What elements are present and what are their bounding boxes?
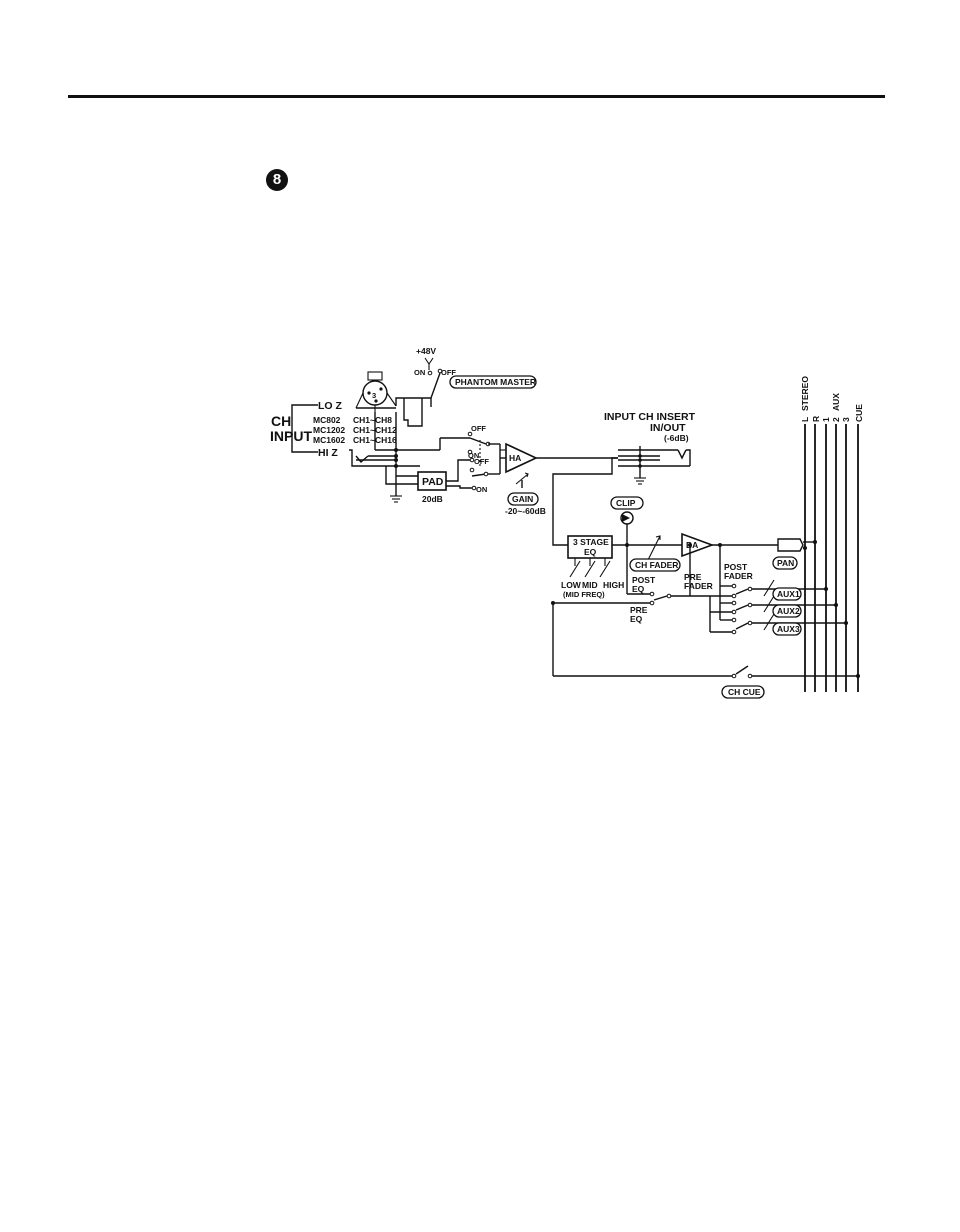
- insert-section: INPUT CH INSERT IN/OUT (-6dB): [536, 411, 696, 546]
- head-amp-section: HA GAIN -20~-60dB: [500, 442, 546, 516]
- bus-aux2-label: 2: [831, 417, 841, 422]
- post-eq-line2: EQ: [632, 584, 645, 594]
- xlr-connector-icon: 3: [355, 371, 397, 412]
- eq-low-knob-icon: [569, 560, 581, 578]
- fader-section: CH FADER BA PAN: [629, 532, 815, 572]
- bus-lines: L STEREO R 1 2 AUX 3 CUE: [800, 376, 864, 692]
- switch-top-on: ON: [468, 451, 479, 460]
- ch-fader-icon: [647, 535, 661, 561]
- pad-label: PAD: [422, 476, 444, 488]
- step-marker: 8: [266, 169, 288, 191]
- eq-mid-freq-label: (MID FREQ): [563, 590, 605, 599]
- ch-fader-pill: [629, 558, 681, 572]
- insert-line1: INPUT CH INSERT: [604, 411, 696, 423]
- aux3-pill: [772, 622, 802, 636]
- aux2-label: AUX2: [777, 606, 800, 616]
- svg-text:3: 3: [372, 391, 376, 400]
- eq-line1: 3 STAGE: [573, 537, 609, 547]
- phantom-section: +48V ON OFF PHANTOM MASTER: [395, 346, 537, 427]
- bus-stereo-label: STEREO: [800, 376, 810, 411]
- ch-label: CH: [271, 413, 291, 429]
- phantom-switch: [430, 372, 441, 399]
- eq-line2: EQ: [584, 547, 597, 557]
- booster-label: BA: [686, 540, 698, 550]
- eq-mid-label: MID: [582, 580, 598, 590]
- post-fader-line1: POST: [724, 562, 748, 572]
- aux3-knob-icon: [763, 613, 775, 631]
- phantom-off-label: OFF: [441, 368, 456, 377]
- bus-cue-label: CUE: [854, 404, 864, 422]
- lo-z-label: LO Z: [318, 400, 342, 412]
- clip-pill: [610, 496, 644, 510]
- eq-low-label: LOW: [561, 580, 582, 590]
- aux3-label: AUX3: [777, 624, 800, 634]
- bus-aux1-label: 1: [821, 417, 831, 422]
- clip-section: CLIP: [610, 496, 644, 547]
- aux2-pill: [772, 604, 802, 618]
- aux1-pill: [772, 587, 802, 601]
- input-label: INPUT: [270, 428, 312, 444]
- hi-z-label: HI Z: [318, 447, 338, 459]
- bus-aux3-label: 3: [841, 417, 851, 422]
- gain-label: GAIN: [512, 494, 533, 504]
- channels-mc802: CH1~CH8: [353, 415, 392, 425]
- post-fader-line2: FADER: [724, 571, 753, 581]
- switch-top: OFF ON: [467, 424, 506, 475]
- aux2-send: AUX2: [710, 595, 838, 618]
- pre-eq-line1: PRE: [630, 605, 648, 615]
- aux2-knob-icon: [763, 595, 775, 613]
- clip-label: CLIP: [616, 498, 636, 508]
- pan-label: PAN: [777, 558, 794, 568]
- phantom-on-label: ON: [414, 368, 425, 377]
- bus-aux-label: AUX: [831, 393, 841, 411]
- gain-range: -20~-60dB: [505, 506, 546, 516]
- header-rule: [68, 95, 885, 98]
- aux1-send: AUX1: [710, 579, 828, 601]
- ch-cue-pill: [721, 685, 765, 699]
- eq-high-knob-icon: [599, 560, 611, 578]
- phantom-master-pill: [449, 375, 537, 389]
- pre-fader-line2: FADER: [684, 581, 713, 591]
- gain-pill: [507, 492, 539, 506]
- eq-high-label: HIGH: [603, 580, 624, 590]
- insert-level: (-6dB): [664, 433, 689, 443]
- pad-section: PAD 20dB ON OFF: [417, 457, 489, 504]
- ch-cue-section: CH CUE: [552, 603, 860, 699]
- model-mc1202: MC1202: [313, 425, 345, 435]
- head-amp-triangle: [505, 442, 538, 474]
- pre-eq-line2: EQ: [630, 614, 643, 624]
- model-mc802: MC802: [313, 415, 341, 425]
- post-eq-line1: POST: [632, 575, 656, 585]
- bus-r-label: R: [811, 416, 821, 422]
- bus-l-label: L: [800, 417, 810, 422]
- pad-value: 20dB: [422, 494, 443, 504]
- head-amp-label: HA: [509, 453, 521, 463]
- aux1-label: AUX1: [777, 589, 800, 599]
- input-bracket: [291, 404, 318, 453]
- tap-section: POST EQ PRE EQ PRE FADER POST FADER: [551, 543, 753, 632]
- pre-fader-line1: PRE: [684, 572, 702, 582]
- eq-mid-knob-icon: [584, 560, 596, 578]
- model-mc1602: MC1602: [313, 435, 345, 445]
- aux1-knob-icon: [763, 579, 775, 597]
- insert-line2: IN/OUT: [650, 422, 686, 434]
- pan-pill: [772, 556, 798, 570]
- phantom-master-label: PHANTOM MASTER: [455, 377, 536, 387]
- pan-icon: [777, 538, 804, 552]
- ch-fader-label: CH FADER: [635, 560, 678, 570]
- ch-cue-switch: [735, 665, 749, 675]
- pad-off-label: OFF: [474, 457, 489, 466]
- aux-sends: AUX1 AUX2: [710, 579, 848, 636]
- hi-z-jack-icon: [349, 449, 356, 467]
- pad-on-label: ON: [476, 485, 487, 494]
- ch-cue-label: CH CUE: [728, 687, 761, 697]
- phantom-voltage: +48V: [416, 346, 436, 356]
- switch-top-off: OFF: [471, 424, 486, 433]
- eq-section: 3 STAGE EQ LOW MID HIGH (MID FREQ): [561, 535, 682, 599]
- input-jack-wiring: [349, 407, 470, 503]
